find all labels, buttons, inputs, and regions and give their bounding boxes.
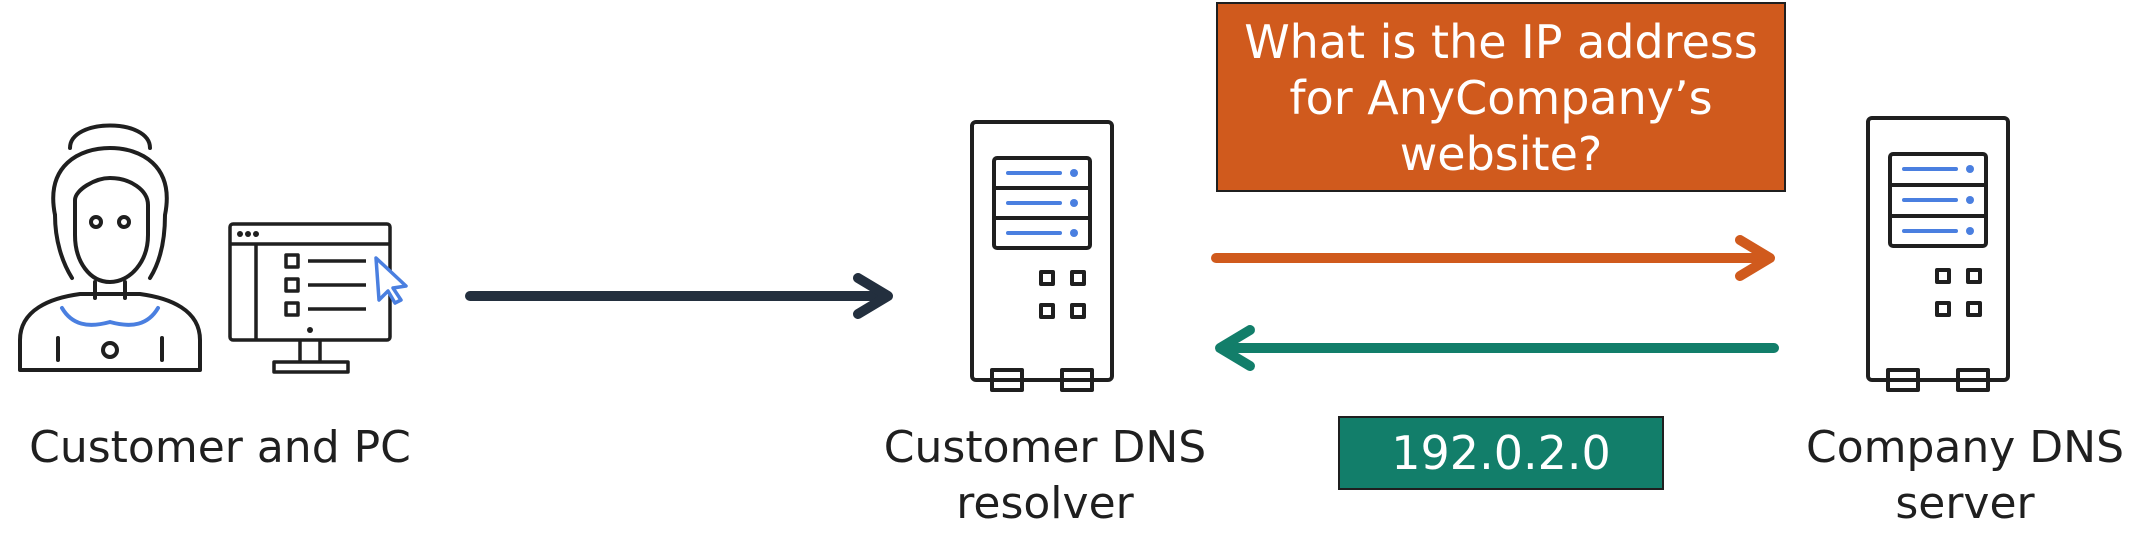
query-arrow [1211, 235, 1775, 281]
query-line-2: for AnyCompany’s [1289, 71, 1713, 125]
customer-label: Customer and PC [10, 420, 430, 476]
server-label-line-1: Company DNS [1805, 422, 2125, 473]
server-label: Company DNS server [1765, 420, 2134, 532]
answer-message-box: 192.0.2.0 [1338, 416, 1664, 490]
monitor-icon [228, 222, 392, 374]
company-server-icon [1866, 116, 2010, 392]
query-message-box: What is the IP address for AnyCompany’s … [1216, 2, 1786, 192]
customer-label-line-1: Customer and PC [29, 422, 411, 473]
resolver-label-line-2: resolver [956, 478, 1134, 529]
answer-arrow [1215, 325, 1779, 371]
resolver-label-line-1: Customer DNS [883, 422, 1207, 473]
resolver-label: Customer DNS resolver [840, 420, 1250, 532]
query-line-1: What is the IP address [1244, 15, 1758, 69]
answer-ip-text: 192.0.2.0 [1391, 426, 1611, 480]
monitor-dots [237, 231, 313, 333]
customer-person-icon [18, 123, 202, 372]
resolver-server-icon [970, 120, 1114, 392]
collar-shape [60, 306, 160, 327]
request-arrow [465, 273, 893, 319]
server-label-line-2: server [1895, 478, 2035, 529]
mouse-cursor-icon [374, 256, 408, 305]
query-line-3: website? [1399, 127, 1603, 181]
